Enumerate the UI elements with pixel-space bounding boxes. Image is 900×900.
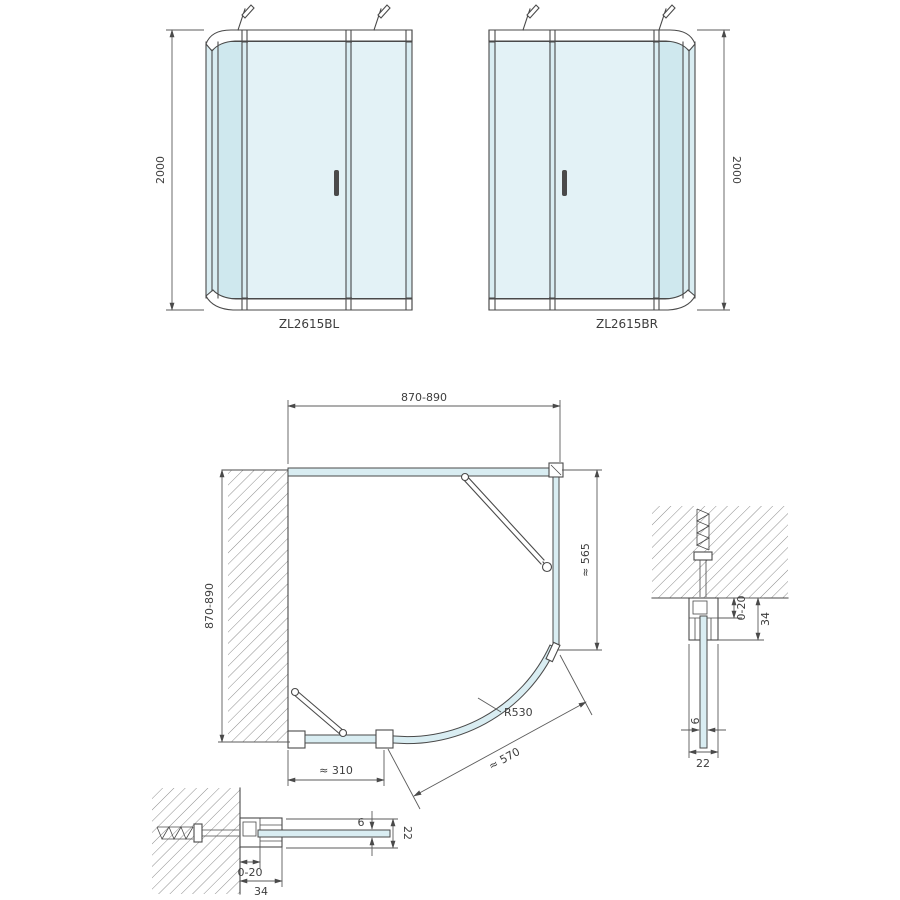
wall-hatch bbox=[228, 470, 288, 742]
dim-profile-width: 34 bbox=[254, 885, 268, 898]
dim-radius: R530 bbox=[504, 706, 533, 719]
dim-profile-depth: 22 bbox=[401, 826, 414, 840]
dim-glass-thickness: 6 bbox=[358, 816, 365, 829]
plan-view: 870-890 870-890 ≈ 565 ≈ 310 R530 ≈ 570 bbox=[203, 391, 602, 810]
dim-glass-thickness: 6 bbox=[689, 718, 702, 725]
elevation-left-view: 2000 ZL2615BL bbox=[154, 4, 413, 331]
dim-adjust: 0-20 bbox=[735, 596, 748, 621]
product-label-right: ZL2615BR bbox=[596, 317, 658, 331]
dim-height-left: 2000 bbox=[154, 156, 167, 184]
product-label-left: ZL2615BL bbox=[279, 317, 340, 331]
wall-section-top-profile: 0-20 34 6 22 bbox=[651, 506, 789, 770]
dim-profile-width: 34 bbox=[759, 612, 772, 626]
elevation-right-view: 2000 ZL2615BR bbox=[488, 4, 743, 331]
wall-hatch bbox=[652, 506, 788, 598]
dim-wall-side: ≈ 310 bbox=[319, 764, 353, 777]
dim-adjust: 0-20 bbox=[238, 866, 263, 879]
dim-curve: ≈ 570 bbox=[486, 745, 522, 773]
dim-door-side: ≈ 565 bbox=[579, 543, 592, 577]
dim-profile-depth: 22 bbox=[696, 757, 710, 770]
dim-plan-depth: 870-890 bbox=[203, 583, 216, 629]
dim-height-right: 2000 bbox=[730, 156, 743, 184]
wall-section-side-profile: 0-20 34 6 22 bbox=[152, 787, 414, 898]
dim-plan-width: 870-890 bbox=[401, 391, 447, 404]
